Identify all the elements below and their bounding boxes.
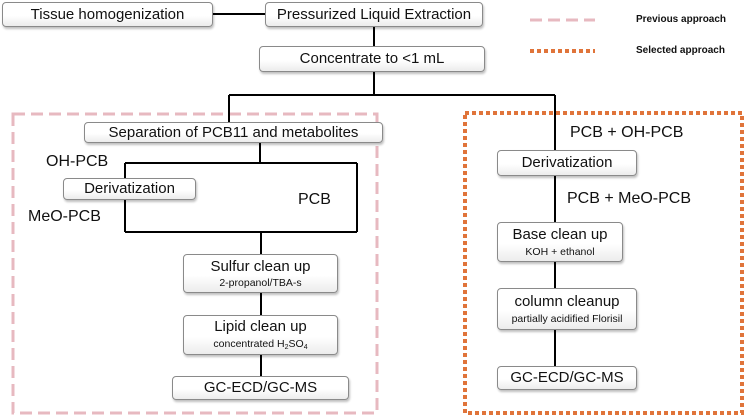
lipid-clean-up-reagent: concentrated H2SO4 — [213, 337, 308, 351]
previous-gc-box: GC-ECD/GC-MS — [172, 376, 349, 400]
pcb-oh-pcb-label: PCB + OH-PCB — [570, 124, 684, 141]
previous-approach-frame — [11, 112, 379, 415]
concentrate-label: Concentrate to <1 mL — [299, 50, 445, 68]
lipid-clean-up-label: Lipid clean up — [214, 318, 307, 336]
selected-gc-label: GC-ECD/GC-MS — [510, 369, 624, 387]
tissue-homogenization-label: Tissue homogenization — [30, 5, 185, 23]
meo-pcb-label: MeO-PCB — [28, 208, 101, 225]
sulfur-clean-up-label: Sulfur clean up — [210, 257, 311, 275]
separation-label: Separation of PCB11 and metabolites — [108, 123, 359, 141]
pcb-meo-pcb-label: PCB + MeO-PCB — [567, 190, 692, 207]
lipid-clean-up-box: Lipid clean up concentrated H2SO4 — [183, 315, 338, 355]
oh-pcb-label: OH-PCB — [46, 153, 109, 170]
pressurized-liquid-extraction-label: Pressurized Liquid Extraction — [276, 5, 472, 23]
base-clean-up-label: Base clean up — [512, 226, 608, 244]
legend-previous-label: Previous approach — [636, 14, 727, 25]
column-cleanup-reagent: partially acidified Florisil — [511, 312, 623, 325]
selected-derivatization-box: Derivatization — [497, 150, 637, 176]
previous-derivatization-box: Derivatization — [63, 178, 196, 200]
legend-selected-label: Selected approach — [636, 45, 725, 56]
sulfur-clean-up-box: Sulfur clean up 2-propanol/TBA-s — [183, 254, 338, 293]
separation-box: Separation of PCB11 and metabolites — [84, 122, 383, 143]
selected-derivatization-label: Derivatization — [521, 154, 613, 172]
selected-approach-frame — [463, 111, 744, 415]
base-clean-up-box: Base clean up KOH + ethanol — [497, 222, 623, 262]
column-cleanup-label: column cleanup — [514, 293, 620, 311]
column-cleanup-box: column cleanup partially acidified Flori… — [497, 288, 637, 330]
pcb-label: PCB — [298, 191, 331, 208]
sulfur-clean-up-reagent: 2-propanol/TBA-s — [219, 277, 302, 290]
previous-gc-label: GC-ECD/GC-MS — [203, 379, 318, 397]
selected-gc-box: GC-ECD/GC-MS — [497, 366, 637, 390]
concentrate-box: Concentrate to <1 mL — [259, 46, 485, 72]
previous-derivatization-label: Derivatization — [84, 180, 175, 198]
base-clean-up-reagent: KOH + ethanol — [525, 245, 595, 258]
pressurized-liquid-extraction-box: Pressurized Liquid Extraction — [265, 2, 483, 27]
tissue-homogenization-box: Tissue homogenization — [2, 2, 213, 27]
